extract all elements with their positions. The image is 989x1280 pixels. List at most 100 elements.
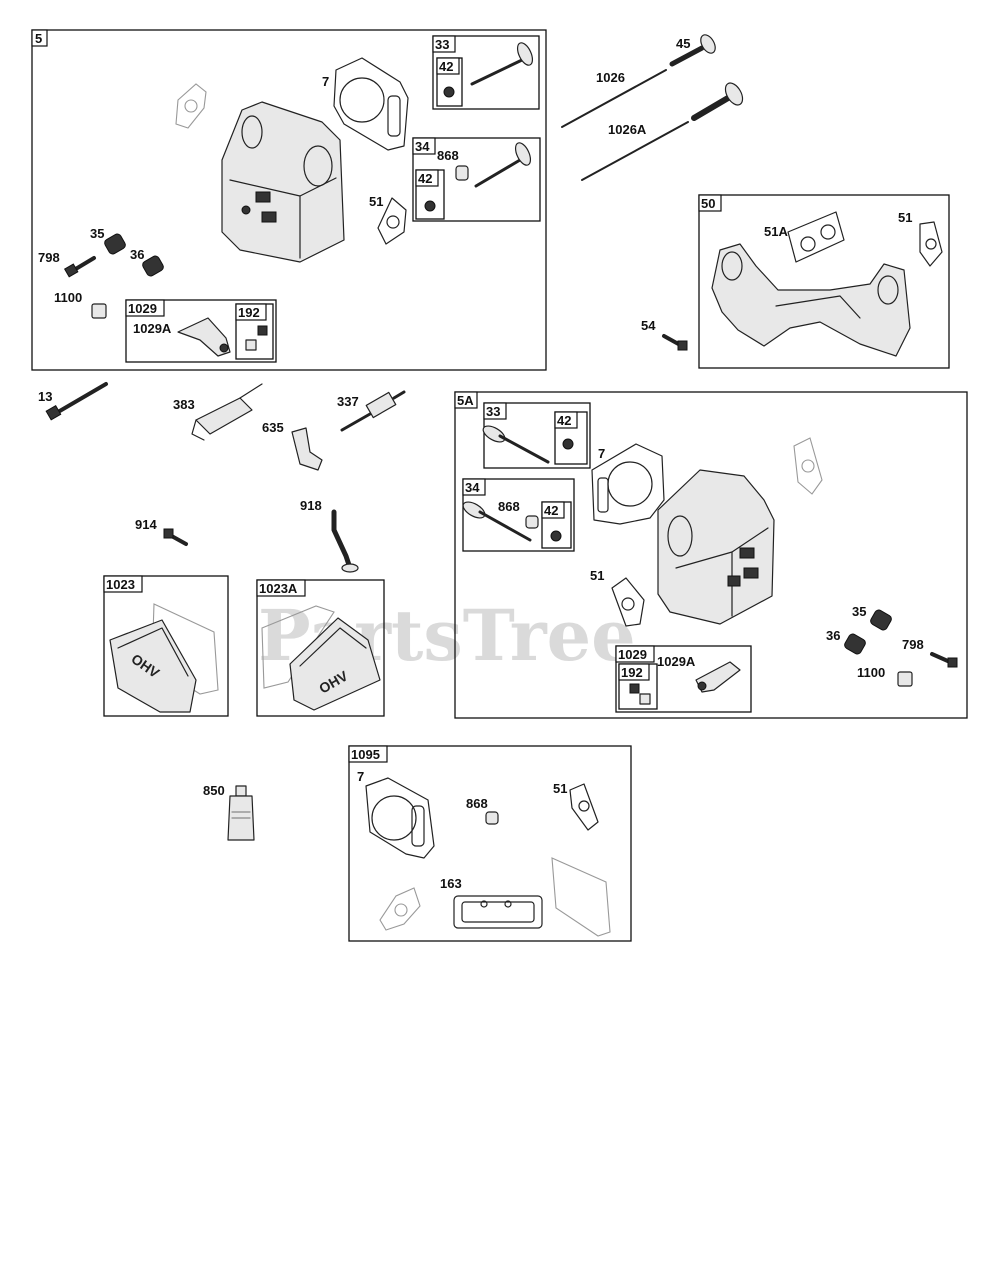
- breather-tube-icon: [191, 383, 263, 441]
- label-51[interactable]: 51: [590, 568, 604, 583]
- group-1095-label[interactable]: 1095: [351, 747, 380, 762]
- label-918[interactable]: 918: [300, 498, 322, 513]
- group-5A-1029-tag: [615, 645, 655, 663]
- group-5A: 5A 33 42 34 868 42 7: [454, 391, 968, 719]
- group-5A-34-label[interactable]: 34: [465, 480, 480, 495]
- group-5A-33-label[interactable]: 33: [486, 404, 500, 419]
- bolt-icon: [45, 382, 108, 421]
- group-1023: 1023 OHV: [103, 575, 229, 717]
- group-5A-34-tag: [462, 478, 486, 496]
- group-5-34-frame: [412, 137, 541, 222]
- label-1100[interactable]: 1100: [857, 665, 885, 680]
- label-868[interactable]: 868: [466, 796, 488, 811]
- label-635[interactable]: 635: [262, 420, 284, 435]
- nut-icon: [629, 683, 640, 694]
- bolt-icon: [930, 652, 958, 668]
- group-5-34-42-label[interactable]: 42: [418, 171, 432, 186]
- label-1029A[interactable]: 1029A: [133, 321, 172, 336]
- label-36[interactable]: 36: [826, 628, 840, 643]
- group-50-label[interactable]: 50: [701, 196, 715, 211]
- label-914[interactable]: 914: [135, 517, 157, 532]
- group-5-33-frame: [432, 35, 540, 110]
- label-51[interactable]: 51: [898, 210, 912, 225]
- group-5A-34-42-label[interactable]: 42: [544, 503, 558, 518]
- loose-parts: 13 383 337 635 918 914: [38, 382, 406, 573]
- group-5-1029-frame: [125, 299, 277, 363]
- label-1026A[interactable]: 1026A: [608, 122, 647, 137]
- group-5A-34-42-tag: [541, 501, 565, 519]
- label-1100[interactable]: 1100: [54, 290, 82, 305]
- valve-icon: [470, 42, 534, 86]
- valve-icon: [482, 425, 550, 464]
- label-337[interactable]: 337: [337, 394, 359, 409]
- group-5-192-label[interactable]: 192: [238, 305, 260, 320]
- label-7[interactable]: 7: [322, 74, 329, 89]
- group-5-34-42-tag: [415, 169, 439, 187]
- label-798[interactable]: 798: [902, 637, 924, 652]
- label-51A[interactable]: 51A: [764, 224, 788, 239]
- label-51[interactable]: 51: [553, 781, 567, 796]
- rocker-arm-icon: [695, 661, 741, 693]
- label-35[interactable]: 35: [852, 604, 866, 619]
- label-51[interactable]: 51: [369, 194, 383, 209]
- label-35[interactable]: 35: [90, 226, 104, 241]
- group-1023A-label[interactable]: 1023A: [259, 581, 298, 596]
- label-798[interactable]: 798: [38, 250, 60, 265]
- label-1029A[interactable]: 1029A: [657, 654, 696, 669]
- group-1095-tag: [348, 745, 388, 763]
- cover-gasket-icon: [453, 895, 543, 929]
- retainer-icon: [91, 303, 107, 319]
- label-54[interactable]: 54: [641, 318, 656, 333]
- label-7[interactable]: 7: [598, 446, 605, 461]
- label-36[interactable]: 36: [130, 247, 144, 262]
- label-7[interactable]: 7: [357, 769, 364, 784]
- head-gasket-icon: [591, 443, 665, 525]
- label-1026[interactable]: 1026: [596, 70, 625, 85]
- group-5A-label[interactable]: 5A: [457, 393, 474, 408]
- nut-icon: [639, 693, 651, 705]
- label-13[interactable]: 13: [38, 389, 52, 404]
- cylinder-head-icon: [657, 469, 775, 625]
- group-5-frame: [31, 29, 547, 371]
- group-5A-33-42-label[interactable]: 42: [557, 413, 571, 428]
- group-5A-tag: [454, 391, 478, 409]
- group-5-192-tag: [235, 303, 267, 321]
- label-868[interactable]: 868: [437, 148, 459, 163]
- valve-icon: [474, 142, 532, 188]
- label-868[interactable]: 868: [498, 499, 520, 514]
- faint-gasket-icon: [175, 83, 207, 129]
- valve-cap-icon: [455, 165, 469, 181]
- group-5A-192-label[interactable]: 192: [621, 665, 643, 680]
- group-1023-tag: [103, 575, 143, 593]
- group-5-1029-label[interactable]: 1029: [128, 301, 157, 316]
- group-5-33-42-label[interactable]: 42: [439, 59, 453, 74]
- group-5A-33-frame: [483, 402, 591, 469]
- retainer-icon: [897, 671, 913, 687]
- group-5-33-label[interactable]: 33: [435, 37, 449, 52]
- rocker-arm-icon: [177, 317, 231, 357]
- valve-cap-icon: [485, 811, 499, 825]
- group-50-tag: [698, 194, 722, 212]
- group-1023A-tag: [256, 579, 306, 597]
- label-163[interactable]: 163: [440, 876, 462, 891]
- label-850[interactable]: 850: [203, 783, 225, 798]
- group-5A-34-frame: [462, 478, 575, 552]
- group-1095: 1095 7 868 51 163: [348, 745, 632, 942]
- valve-seal-icon: [424, 200, 436, 212]
- group-5-34-label[interactable]: 34: [415, 139, 430, 154]
- group-50: 50 51A 51 54: [641, 194, 950, 369]
- bolt-icon: [63, 256, 96, 278]
- group-5-1029-tag: [125, 299, 165, 317]
- group-1023-label[interactable]: 1023: [106, 577, 135, 592]
- group-5A-192-tag: [618, 663, 650, 681]
- group-5A-1029-label[interactable]: 1029: [618, 647, 647, 662]
- group-5-label[interactable]: 5: [35, 31, 42, 46]
- faint-gasket-icon: [793, 437, 823, 495]
- group-5A-frame: [454, 391, 968, 719]
- valve-seal-icon: [562, 438, 574, 450]
- group-5-34-tag: [412, 137, 436, 155]
- nut-icon: [257, 325, 268, 336]
- label-45[interactable]: 45: [676, 36, 690, 51]
- label-383[interactable]: 383: [173, 397, 195, 412]
